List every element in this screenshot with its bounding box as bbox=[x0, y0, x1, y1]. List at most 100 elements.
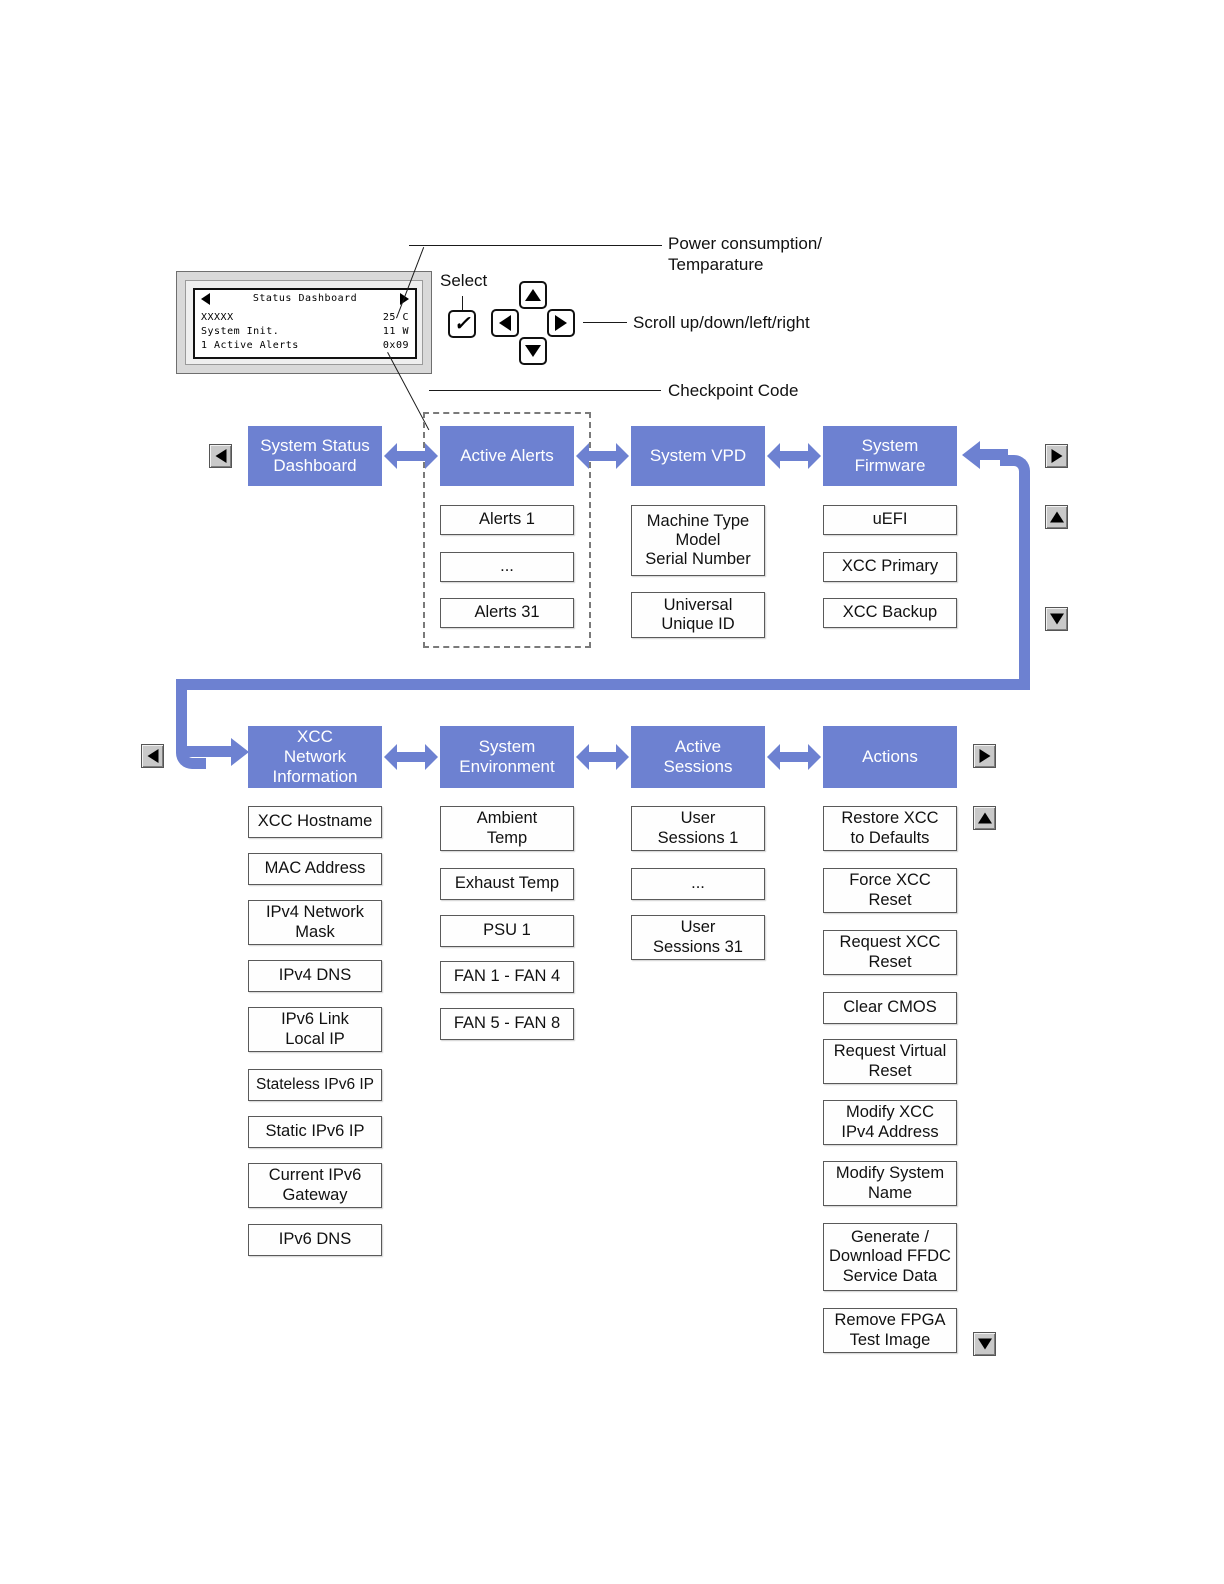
row2-scroll-left-button[interactable] bbox=[141, 744, 164, 768]
lcd-left-arrow-icon[interactable] bbox=[201, 293, 210, 308]
menu-header-xcc-network-information[interactable]: XCC Network Information bbox=[248, 726, 382, 788]
menu-item-machine-type-model-serial[interactable]: Machine Type Model Serial Number bbox=[631, 505, 765, 576]
right-arrow-icon bbox=[979, 749, 990, 763]
menu-item-modify-xcc-ipv4-address[interactable]: Modify XCC IPv4 Address bbox=[823, 1100, 957, 1145]
menu-item-ipv4-dns[interactable]: IPv4 DNS bbox=[248, 960, 382, 992]
select-button[interactable]: ✓ bbox=[448, 310, 476, 338]
lcd-row-1-right: 25 C bbox=[382, 312, 409, 323]
menu-item-xcc-backup[interactable]: XCC Backup bbox=[823, 598, 957, 628]
down-arrow-icon bbox=[977, 1338, 992, 1350]
loop-arrow-into-firmware bbox=[962, 441, 980, 469]
down-arrow-icon bbox=[1049, 613, 1064, 625]
menu-item-label: Remove FPGA Test Image bbox=[834, 1311, 946, 1349]
menu-item-alerts-31[interactable]: Alerts 31 bbox=[440, 598, 574, 628]
loop-arrow-into-xcc-network bbox=[231, 738, 249, 766]
menu-item-fan-5-fan-8[interactable]: FAN 5 - FAN 8 bbox=[440, 1008, 574, 1040]
row2-scroll-right-button[interactable] bbox=[973, 744, 996, 768]
menu-item-label: Restore XCC to Defaults bbox=[841, 809, 939, 847]
menu-item-label: Request XCC Reset bbox=[839, 933, 941, 971]
menu-header-system-status-dashboard[interactable]: System Status Dashboard bbox=[248, 426, 382, 486]
menu-header-label: System Firmware bbox=[854, 435, 926, 475]
menu-item-user-sessions-ellipsis[interactable]: ... bbox=[631, 868, 765, 900]
menu-item-psu-1[interactable]: PSU 1 bbox=[440, 915, 574, 947]
menu-header-label: System Environment bbox=[459, 736, 555, 776]
scroll-right-button[interactable] bbox=[547, 309, 575, 337]
menu-item-label: XCC Primary bbox=[841, 557, 939, 576]
menu-item-label: IPv6 DNS bbox=[278, 1230, 352, 1249]
row2-scroll-up-button[interactable] bbox=[973, 806, 996, 830]
menu-item-request-xcc-reset[interactable]: Request XCC Reset bbox=[823, 930, 957, 975]
menu-item-current-ipv6-gateway[interactable]: Current IPv6 Gateway bbox=[248, 1163, 382, 1208]
menu-item-user-sessions-31[interactable]: User Sessions 31 bbox=[631, 915, 765, 960]
menu-item-exhaust-temp[interactable]: Exhaust Temp bbox=[440, 868, 574, 900]
menu-item-xcc-primary[interactable]: XCC Primary bbox=[823, 552, 957, 582]
menu-item-label: Alerts 1 bbox=[479, 510, 535, 529]
menu-item-remove-fpga-test-image[interactable]: Remove FPGA Test Image bbox=[823, 1308, 957, 1353]
menu-item-mac-address[interactable]: MAC Address bbox=[248, 853, 382, 885]
menu-item-xcc-hostname[interactable]: XCC Hostname bbox=[248, 806, 382, 838]
menu-item-label: MAC Address bbox=[264, 859, 366, 878]
lcd-title-row: Status Dashboard bbox=[201, 293, 409, 307]
lcd-row-2: System Init. 11 W bbox=[201, 326, 409, 340]
menu-header-system-firmware[interactable]: System Firmware bbox=[823, 426, 957, 486]
menu-item-restore-xcc-to-defaults[interactable]: Restore XCC to Defaults bbox=[823, 806, 957, 851]
menu-item-ipv6-dns[interactable]: IPv6 DNS bbox=[248, 1224, 382, 1256]
row1-scroll-left-button[interactable] bbox=[209, 444, 232, 468]
menu-item-fan-1-fan-4[interactable]: FAN 1 - FAN 4 bbox=[440, 961, 574, 993]
menu-item-request-virtual-reset[interactable]: Request Virtual Reset bbox=[823, 1039, 957, 1084]
menu-item-universal-unique-id[interactable]: Universal Unique ID bbox=[631, 592, 765, 638]
row1-scroll-up-button[interactable] bbox=[1045, 505, 1068, 529]
callout-line-power-horizontal bbox=[409, 245, 662, 246]
callout-line-select bbox=[462, 296, 463, 310]
loop-horizontal-segment bbox=[187, 679, 1019, 690]
lcd-row-1-left: XXXXX bbox=[201, 312, 234, 323]
menu-item-ipv4-network-mask[interactable]: IPv4 Network Mask bbox=[248, 900, 382, 945]
menu-header-system-vpd[interactable]: System VPD bbox=[631, 426, 765, 486]
row2-scroll-down-button[interactable] bbox=[973, 1332, 996, 1356]
select-label: Select bbox=[440, 271, 488, 290]
left-arrow-icon bbox=[215, 449, 226, 463]
menu-header-actions[interactable]: Actions bbox=[823, 726, 957, 788]
row1-scroll-right-button[interactable] bbox=[1045, 444, 1068, 468]
menu-item-user-sessions-1[interactable]: User Sessions 1 bbox=[631, 806, 765, 851]
menu-item-alerts-1[interactable]: Alerts 1 bbox=[440, 505, 574, 535]
menu-item-static-ipv6-ip[interactable]: Static IPv6 IP bbox=[248, 1116, 382, 1148]
menu-item-ipv6-link-local-ip[interactable]: IPv6 Link Local IP bbox=[248, 1007, 382, 1052]
callout-line-checkpoint-horizontal bbox=[429, 390, 661, 391]
menu-item-force-xcc-reset[interactable]: Force XCC Reset bbox=[823, 868, 957, 913]
lcd-row-2-left: System Init. bbox=[201, 326, 280, 337]
scroll-up-button[interactable] bbox=[519, 281, 547, 309]
left-arrow-icon bbox=[499, 315, 511, 331]
menu-item-label: Machine Type Model Serial Number bbox=[645, 511, 751, 569]
callout-checkpoint-code: Checkpoint Code bbox=[668, 381, 799, 400]
menu-header-active-alerts[interactable]: Active Alerts bbox=[440, 426, 574, 486]
up-arrow-icon bbox=[1049, 511, 1064, 523]
menu-item-label: IPv6 Link Local IP bbox=[281, 1010, 349, 1048]
menu-item-label: Universal Unique ID bbox=[661, 595, 735, 633]
loop-corner-top-right bbox=[1000, 455, 1030, 690]
menu-item-stateless-ipv6-ip[interactable]: Stateless IPv6 IP bbox=[248, 1069, 382, 1101]
menu-header-system-environment[interactable]: System Environment bbox=[440, 726, 574, 788]
menu-item-label: IPv4 Network Mask bbox=[265, 903, 365, 941]
menu-item-label: ... bbox=[691, 874, 705, 893]
menu-item-alerts-ellipsis[interactable]: ... bbox=[440, 552, 574, 582]
menu-item-ambient-temp[interactable]: Ambient Temp bbox=[440, 806, 574, 851]
scroll-left-button[interactable] bbox=[491, 309, 519, 337]
menu-item-label: ... bbox=[500, 557, 514, 576]
menu-item-label: Static IPv6 IP bbox=[265, 1122, 365, 1141]
loop-corner-bottom-left bbox=[176, 679, 206, 769]
callout-scroll: Scroll up/down/left/right bbox=[633, 313, 810, 332]
row1-scroll-down-button[interactable] bbox=[1045, 607, 1068, 631]
menu-item-clear-cmos[interactable]: Clear CMOS bbox=[823, 992, 957, 1024]
menu-header-active-sessions[interactable]: Active Sessions bbox=[631, 726, 765, 788]
lcd-panel: Status Dashboard XXXXX 25 C System Init.… bbox=[176, 271, 432, 374]
menu-item-label: XCC Hostname bbox=[257, 812, 373, 831]
menu-item-generate-download-ffdc-service-data[interactable]: Generate / Download FFDC Service Data bbox=[823, 1223, 957, 1291]
menu-item-modify-system-name[interactable]: Modify System Name bbox=[823, 1161, 957, 1206]
menu-item-label: User Sessions 31 bbox=[653, 918, 743, 956]
menu-item-uefi[interactable]: uEFI bbox=[823, 505, 957, 535]
menu-item-label: Current IPv6 Gateway bbox=[268, 1166, 362, 1204]
lcd-right-arrow-icon[interactable] bbox=[400, 293, 409, 308]
scroll-down-button[interactable] bbox=[519, 337, 547, 365]
